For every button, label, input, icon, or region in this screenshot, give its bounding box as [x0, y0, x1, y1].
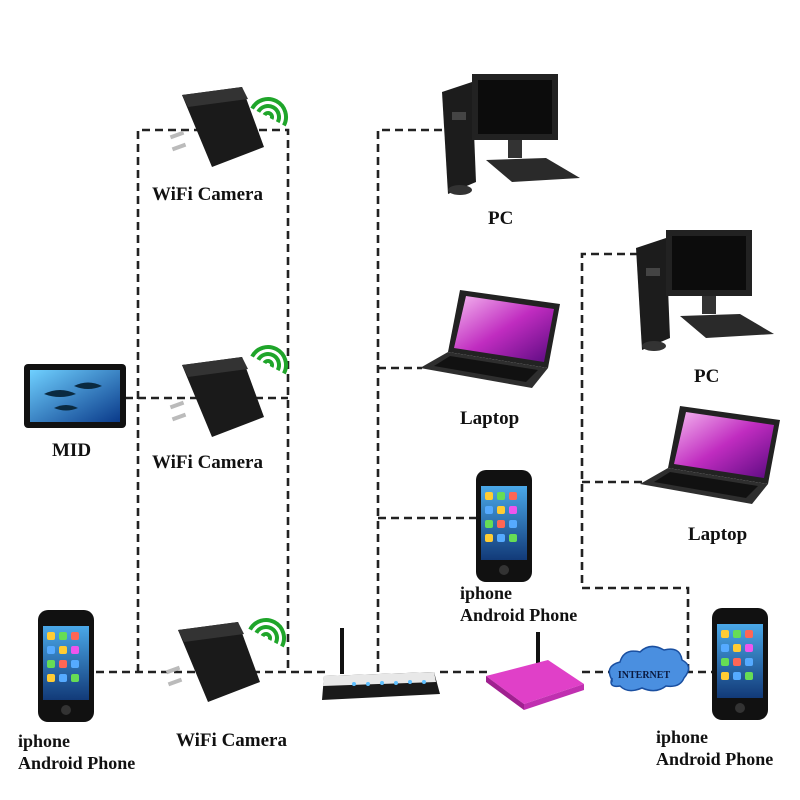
pc-top-label: PC [488, 208, 514, 229]
link-right-trunk [580, 252, 690, 672]
phone-left-line2: Android Phone [18, 753, 136, 773]
laptop-center-device [420, 290, 560, 388]
phone-center-device [476, 470, 532, 582]
wifi-camera-bottom [165, 614, 291, 702]
pc-right-device [636, 230, 774, 351]
phone-right-device [712, 608, 768, 720]
pc-top-device [442, 74, 580, 195]
phone-center-line2: Android Phone [460, 605, 578, 625]
laptop-right-device [640, 406, 780, 504]
modem-device [486, 632, 584, 710]
wifi-signal-icon [252, 93, 292, 126]
phone-right-line1: iphone [656, 727, 709, 747]
phone-center-line1: iphone [460, 583, 513, 603]
laptop-right-label: Laptop [688, 524, 748, 545]
connection-lines [96, 128, 712, 674]
mid-tablet [24, 364, 126, 428]
link-router-trunk [376, 128, 445, 672]
phone-left-line1: iphone [18, 731, 71, 751]
internet-cloud: INTERNET [608, 645, 690, 692]
internet-label: INTERNET [618, 670, 671, 681]
wifi-camera-bottom-label: WiFi Camera [176, 730, 287, 751]
wifi-camera-top-label: WiFi Camera [152, 184, 263, 205]
phone-left-device [38, 610, 94, 722]
router-device [322, 628, 440, 700]
wifi-signal-icon [252, 341, 292, 374]
wifi-camera-top [169, 87, 293, 167]
mid-label: MID [52, 440, 92, 461]
wifi-camera-mid-label: WiFi Camera [152, 452, 263, 473]
wifi-camera-mid [169, 341, 293, 437]
laptop-center-label: Laptop [460, 408, 520, 429]
pc-right-label: PC [694, 366, 720, 387]
phone-right-line2: Android Phone [656, 749, 774, 769]
wifi-signal-icon [250, 614, 290, 647]
